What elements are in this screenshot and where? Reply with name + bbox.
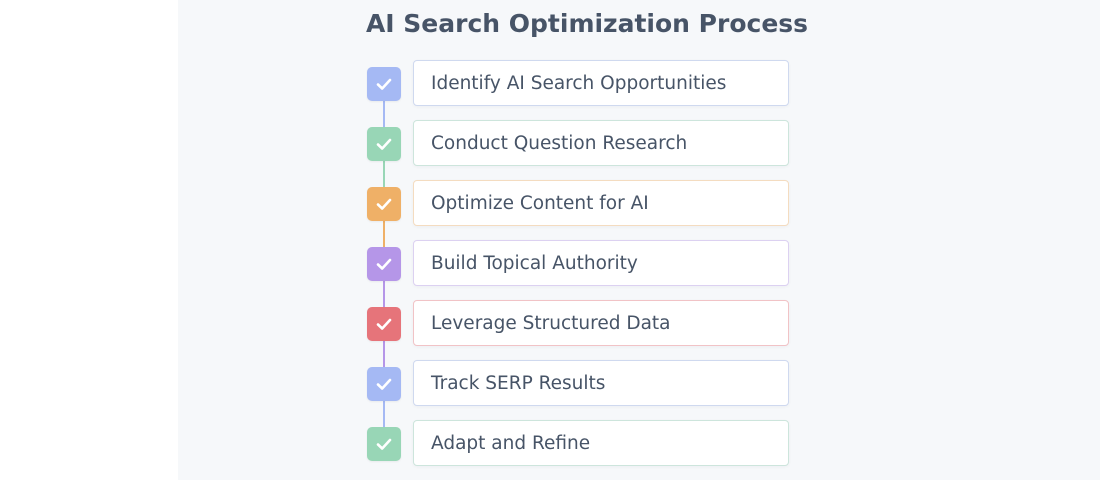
diagram-title: AI Search Optimization Process xyxy=(365,9,809,38)
check-icon xyxy=(376,318,392,330)
check-icon xyxy=(376,138,392,150)
step-connector-line xyxy=(383,204,385,264)
step-label: Conduct Question Research xyxy=(431,132,688,154)
step-card: Identify AI Search Opportunities xyxy=(413,60,789,106)
step-label: Optimize Content for AI xyxy=(431,192,649,214)
check-icon xyxy=(376,198,392,210)
process-step: Optimize Content for AI xyxy=(367,180,791,228)
step-checkbox xyxy=(367,307,401,341)
step-checkbox xyxy=(367,67,401,101)
process-step: Identify AI Search Opportunities xyxy=(367,60,791,108)
step-card: Optimize Content for AI xyxy=(413,180,789,226)
check-icon xyxy=(376,258,392,270)
step-connector-line xyxy=(383,84,385,144)
step-connector-line xyxy=(383,324,385,384)
step-checkbox xyxy=(367,187,401,221)
step-label: Adapt and Refine xyxy=(431,432,591,454)
step-card: Leverage Structured Data xyxy=(413,300,789,346)
step-label: Track SERP Results xyxy=(431,372,606,394)
step-checkbox xyxy=(367,427,401,461)
step-card: Adapt and Refine xyxy=(413,420,789,466)
process-step: Build Topical Authority xyxy=(367,240,791,288)
step-connector-line xyxy=(383,144,385,204)
step-checkbox xyxy=(367,127,401,161)
check-icon xyxy=(376,78,392,90)
step-checkbox xyxy=(367,247,401,281)
step-connector-line xyxy=(383,264,385,324)
check-icon xyxy=(376,378,392,390)
step-card: Track SERP Results xyxy=(413,360,789,406)
step-label: Build Topical Authority xyxy=(431,252,638,274)
step-label: Leverage Structured Data xyxy=(431,312,671,334)
process-step: Track SERP Results xyxy=(367,360,791,408)
check-icon xyxy=(376,438,392,450)
step-label: Identify AI Search Opportunities xyxy=(431,72,727,94)
process-step: Conduct Question Research xyxy=(367,120,791,168)
process-step: Leverage Structured Data xyxy=(367,300,791,348)
process-step: Adapt and Refine xyxy=(367,420,791,468)
step-checkbox xyxy=(367,367,401,401)
step-card: Conduct Question Research xyxy=(413,120,789,166)
step-card: Build Topical Authority xyxy=(413,240,789,286)
step-connector-line xyxy=(383,384,385,444)
